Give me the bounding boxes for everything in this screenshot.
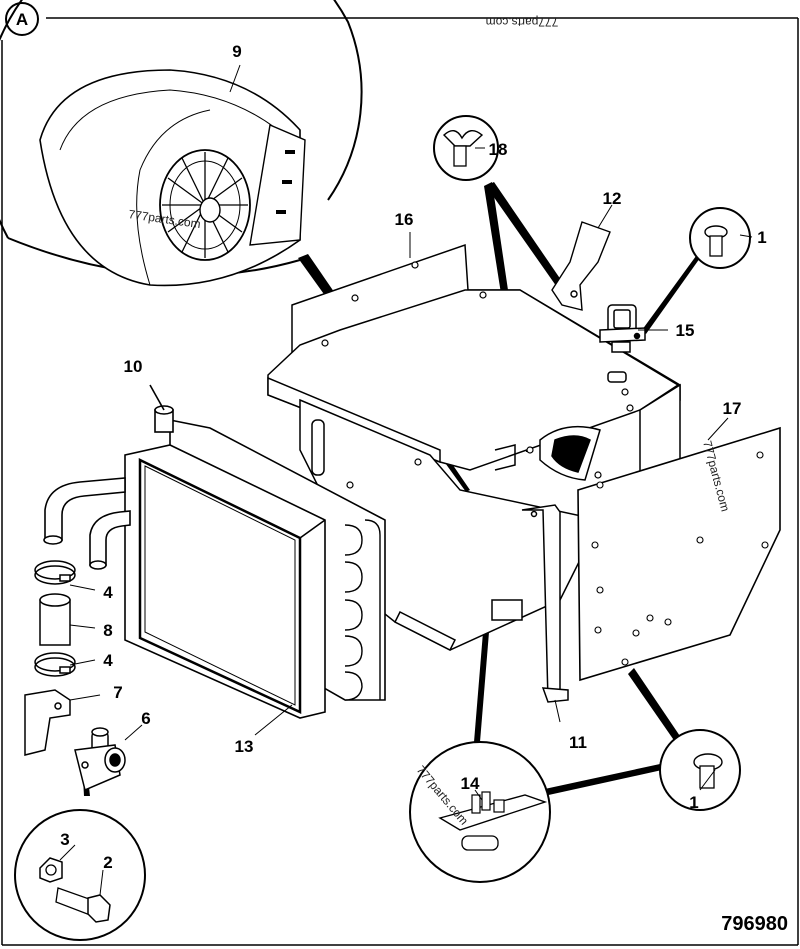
coolant-pipes xyxy=(43,384,174,570)
switch-component xyxy=(599,304,646,353)
callout-18: 18 xyxy=(489,140,508,159)
callout-4-bottom: 4 xyxy=(103,651,113,670)
callout-13: 13 xyxy=(235,737,254,756)
screw-detail-bottom xyxy=(659,729,741,811)
callout-10: 10 xyxy=(124,357,143,376)
callout-3: 3 xyxy=(60,830,69,849)
frame-border xyxy=(1,17,799,946)
case-holes xyxy=(321,261,634,489)
bracket-strip xyxy=(521,504,569,703)
callout-12: 12 xyxy=(603,189,622,208)
heater-core xyxy=(124,419,386,719)
resistor-detail xyxy=(409,741,551,883)
callout-16: 16 xyxy=(395,210,414,229)
callout-7: 7 xyxy=(113,683,122,702)
bolt-detail xyxy=(14,809,146,941)
callout-17: 17 xyxy=(723,399,742,418)
label-leaders xyxy=(59,147,753,896)
blower-detail xyxy=(0,0,363,287)
callout-1-top: 1 xyxy=(757,228,766,247)
hose-and-clamps xyxy=(34,560,76,677)
callout-1-bottom: 1 xyxy=(689,793,698,812)
callout-2: 2 xyxy=(103,853,112,872)
water-valve xyxy=(74,727,126,792)
callout-6: 6 xyxy=(141,709,150,728)
drawing-number: 796980 xyxy=(721,913,788,935)
callout-15: 15 xyxy=(676,321,695,340)
cover-plate xyxy=(551,221,611,311)
core-tube-bends xyxy=(344,519,381,701)
callout-11: 11 xyxy=(569,733,587,752)
callout-8: 8 xyxy=(103,621,112,640)
side-panel xyxy=(577,426,781,682)
watermark-top: 777parts.com xyxy=(486,15,559,29)
corner-label: A xyxy=(16,10,28,29)
screw-detail-top xyxy=(689,207,751,269)
callout-labels: 9 16 12 18 1 15 17 10 4 8 4 7 6 13 11 14… xyxy=(60,42,788,935)
callout-4-top: 4 xyxy=(103,583,113,602)
mount-bracket xyxy=(24,689,71,756)
callout-14: 14 xyxy=(461,774,480,793)
callout-9: 9 xyxy=(232,42,241,61)
wing-screw-detail xyxy=(433,115,499,181)
